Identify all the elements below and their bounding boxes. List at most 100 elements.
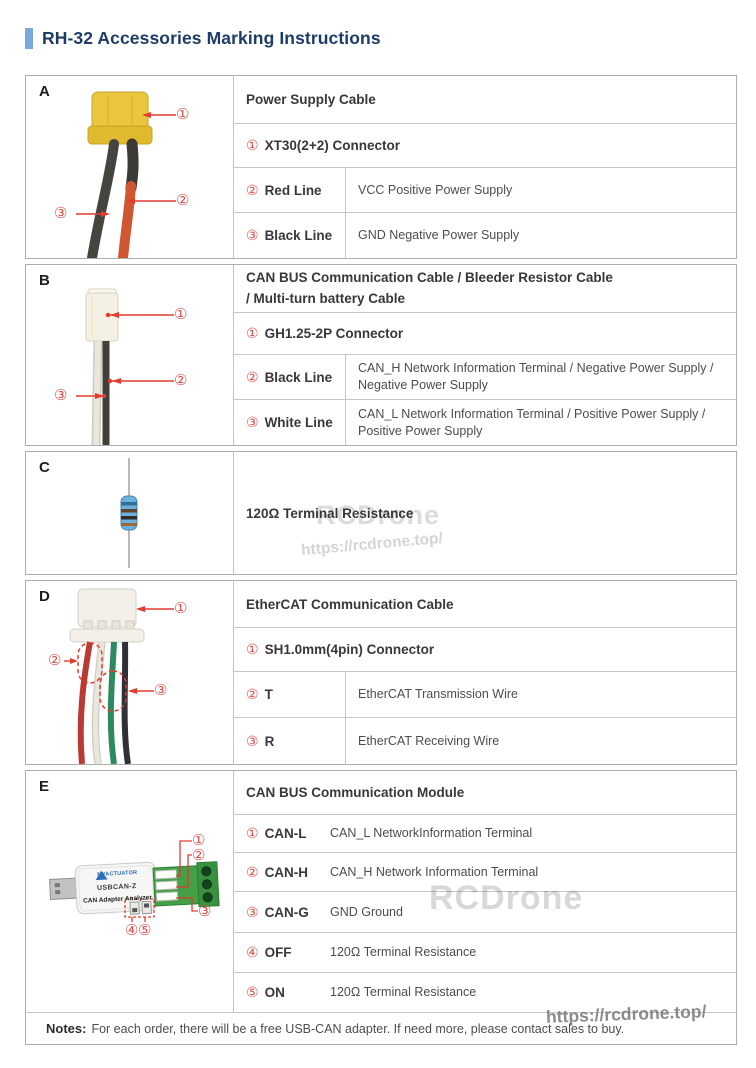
row-desc-cell: EtherCAT Transmission Wire bbox=[345, 672, 736, 717]
section-a-table: Power Supply Cable ① XT30(2+2) Connector… bbox=[234, 76, 736, 258]
row-label-cell: ③ Black Line bbox=[234, 213, 345, 258]
connector-number: ① bbox=[246, 641, 259, 657]
section-d-title: EtherCAT Communication Cable bbox=[246, 596, 454, 612]
section-c-title: 120Ω Terminal Resistance bbox=[246, 505, 414, 521]
section-b-table: CAN BUS Communication Cable / Bleeder Re… bbox=[234, 265, 736, 445]
resistor-photo bbox=[120, 458, 138, 568]
section-e-label: E bbox=[39, 778, 50, 795]
callout-1-marker: ① bbox=[192, 832, 206, 849]
row-label: CAN-H bbox=[264, 864, 309, 880]
section-a-label: A bbox=[39, 83, 50, 100]
section-a: A ① ② ③ Power Supply Cabl bbox=[25, 75, 737, 259]
section-e: E bbox=[25, 770, 737, 1045]
row-label-cell: ② Black Line bbox=[234, 355, 345, 399]
callout-1-marker: ① bbox=[174, 600, 188, 617]
row-label: White Line bbox=[264, 415, 333, 430]
callout-4-marker: ④ bbox=[125, 922, 139, 939]
section-d-connector-row: ① SH1.0mm(4pin) Connector bbox=[234, 628, 736, 672]
device-name: CAN Adapter Analyzer bbox=[82, 894, 153, 905]
section-b-title-row: CAN BUS Communication Cable / Bleeder Re… bbox=[234, 265, 736, 313]
row-number: ③ bbox=[246, 732, 259, 749]
row-number: ③ bbox=[246, 903, 259, 920]
table-row: ③ CAN-G GND Ground bbox=[234, 892, 736, 933]
callout-2-marker: ② bbox=[176, 192, 190, 209]
connector-name: GH1.25-2P Connector bbox=[264, 326, 404, 341]
table-row: ② Red Line VCC Positive Power Supply bbox=[234, 168, 736, 213]
section-d-label: D bbox=[39, 588, 50, 605]
section-d-title-row: EtherCAT Communication Cable bbox=[234, 581, 736, 628]
connector-number: ① bbox=[246, 137, 259, 153]
section-b-connector-row: ① GH1.25-2P Connector bbox=[234, 313, 736, 355]
callout-5-marker: ⑤ bbox=[138, 922, 152, 939]
section-b: B ① ② ③ bbox=[25, 264, 737, 446]
section-a-image-cell: A ① ② ③ bbox=[26, 76, 234, 258]
connector-name: SH1.0mm(4pin) Connector bbox=[264, 642, 435, 657]
row-number: ② bbox=[246, 863, 259, 880]
row-label: ON bbox=[264, 985, 285, 1000]
row-number: ③ bbox=[246, 227, 259, 243]
row-label: CAN-L bbox=[264, 826, 307, 841]
row-label-cell: ② CAN-H bbox=[246, 864, 330, 881]
row-label-cell: ② Red Line bbox=[234, 168, 345, 212]
title-accent-bar bbox=[25, 28, 33, 49]
row-number: ② bbox=[246, 686, 259, 702]
callout-2-marker: ② bbox=[174, 372, 188, 389]
page-title: RH-32 Accessories Marking Instructions bbox=[42, 28, 381, 48]
row-desc: GND Negative Power Supply bbox=[358, 228, 520, 243]
row-desc-cell: GND Negative Power Supply bbox=[345, 213, 736, 258]
row-number: ② bbox=[246, 368, 259, 385]
row-desc-cell: VCC Positive Power Supply bbox=[345, 168, 736, 212]
device-brand: MYACTUATOR bbox=[97, 869, 138, 879]
xt30-connector-photo bbox=[76, 91, 176, 258]
row-label: Red Line bbox=[264, 182, 322, 198]
gh125-connector-photo bbox=[76, 288, 174, 445]
connector-name: XT30(2+2) Connector bbox=[264, 138, 400, 153]
section-d: D ① bbox=[25, 580, 737, 765]
callout-3-marker: ③ bbox=[198, 903, 212, 920]
callout-1-marker: ① bbox=[174, 306, 188, 323]
row-label-cell: ② T bbox=[234, 672, 345, 717]
row-label-cell: ③ R bbox=[234, 718, 345, 764]
notes-row: Notes: For each order, there will be a f… bbox=[26, 1012, 736, 1044]
section-c-table: 120Ω Terminal Resistance bbox=[234, 452, 736, 574]
section-c-image-cell: C bbox=[26, 452, 234, 574]
table-row: ② T EtherCAT Transmission Wire bbox=[234, 672, 736, 718]
row-label: Black Line bbox=[264, 228, 333, 243]
row-label: OFF bbox=[264, 945, 292, 960]
section-a-title-row: Power Supply Cable bbox=[234, 76, 736, 124]
section-c-label: C bbox=[39, 459, 50, 476]
section-b-title-line1: CAN BUS Communication Cable / Bleeder Re… bbox=[246, 269, 613, 285]
row-desc: GND Ground bbox=[330, 904, 403, 919]
row-desc-cell: EtherCAT Receiving Wire bbox=[345, 718, 736, 764]
table-row: ② Black Line CAN_H Network Information T… bbox=[234, 355, 736, 400]
row-desc: CAN_L NetworkInformation Terminal bbox=[330, 826, 533, 841]
row-number: ⑤ bbox=[246, 984, 259, 1000]
section-a-title: Power Supply Cable bbox=[246, 92, 376, 107]
row-label-cell: ⑤ ON bbox=[246, 984, 330, 1001]
row-number: ③ bbox=[246, 414, 259, 430]
callout-2-marker: ② bbox=[192, 847, 206, 864]
section-b-label: B bbox=[39, 272, 50, 289]
callout-2-marker: ② bbox=[48, 652, 62, 669]
row-label: Black Line bbox=[264, 369, 333, 385]
row-desc-cell: CAN_L Network Information Terminal / Pos… bbox=[345, 400, 736, 445]
table-row: ③ Black Line GND Negative Power Supply bbox=[234, 213, 736, 258]
document-header: RH-32 Accessories Marking Instructions bbox=[25, 28, 381, 49]
row-label: T bbox=[264, 687, 273, 702]
callout-3-marker: ③ bbox=[54, 387, 68, 404]
section-d-image-cell: D ① bbox=[26, 581, 234, 764]
table-row: ③ White Line CAN_L Network Information T… bbox=[234, 400, 736, 445]
section-c-title-row: 120Ω Terminal Resistance bbox=[234, 452, 736, 574]
section-a-connector-row: ① XT30(2+2) Connector bbox=[234, 124, 736, 168]
callout-1-marker: ① bbox=[176, 106, 190, 123]
table-row: ③ R EtherCAT Receiving Wire bbox=[234, 718, 736, 764]
row-label: CAN-G bbox=[264, 904, 309, 920]
row-label-cell: ③ CAN-G bbox=[246, 904, 330, 921]
callout-3-marker: ③ bbox=[54, 205, 68, 222]
section-e-title-row: CAN BUS Communication Module bbox=[234, 771, 736, 815]
